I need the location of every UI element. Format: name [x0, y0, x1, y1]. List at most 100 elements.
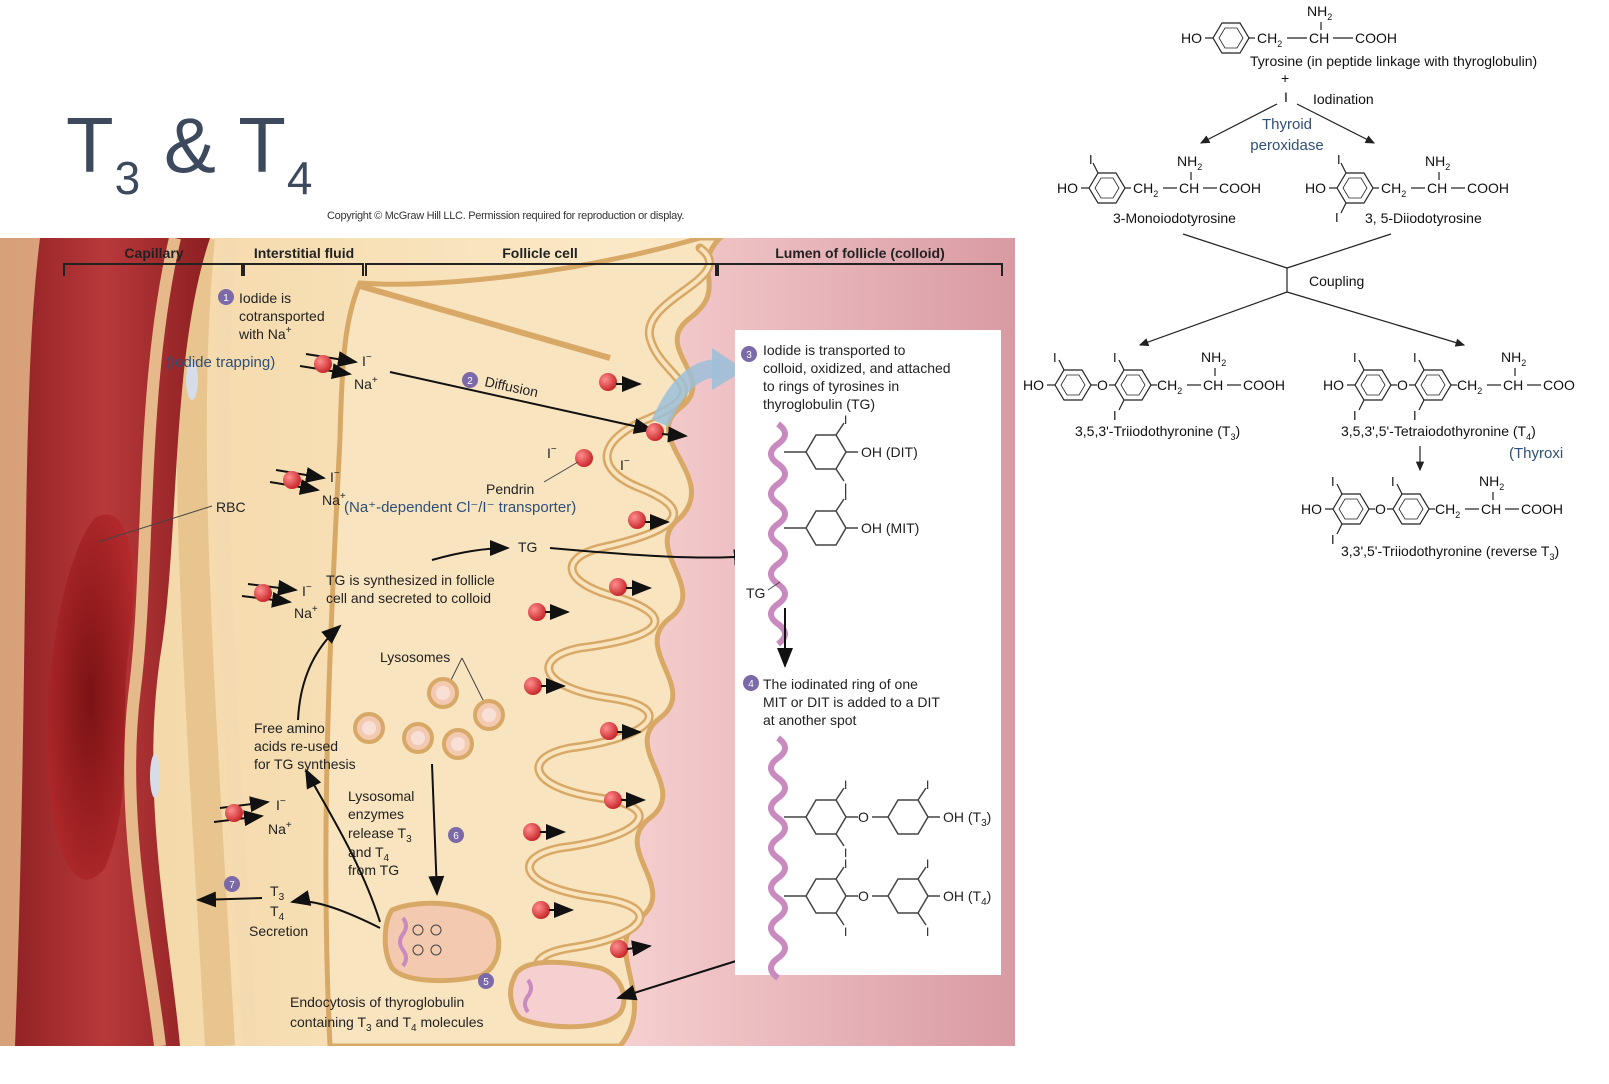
tg-synth-line2: cell and secreted to colloid: [326, 590, 491, 606]
svg-text:O: O: [1397, 377, 1408, 393]
svg-text:I: I: [926, 857, 929, 871]
svg-text:HO: HO: [1181, 30, 1202, 46]
svg-text:NH2: NH2: [1307, 3, 1332, 22]
iodination-label: Iodination: [1313, 91, 1374, 107]
step-5-badge: [478, 973, 494, 989]
svg-text:I: I: [1337, 152, 1341, 167]
step-6-line3: release T3: [348, 825, 412, 845]
iodide-pendrin-in: I−: [547, 444, 557, 461]
enzyme-line2: peroxidase: [1250, 137, 1323, 154]
step-2-badge: [462, 372, 478, 388]
svg-text:CH2: CH2: [1257, 30, 1282, 49]
svg-text:O: O: [858, 809, 869, 825]
iodine-reagent: I: [1284, 89, 1288, 105]
nis-transporter-4: [213, 796, 270, 827]
step-5-line1: Endocytosis of thyroglobulin: [290, 994, 464, 1010]
svg-text:I: I: [1331, 474, 1335, 489]
step-3-line3: to rings of tyrosines in: [763, 378, 899, 394]
endocytosis-arrow: [616, 955, 753, 1001]
svg-text:COOH: COOH: [1355, 30, 1397, 46]
iodide-ion-3: I−: [302, 582, 312, 599]
svg-text:4: 4: [748, 679, 754, 690]
svg-text:6: 6: [453, 831, 459, 842]
svg-text:NH2: NH2: [1201, 349, 1226, 368]
dit-structure: HO I I CH2 CH NH2 COOH: [1305, 152, 1509, 225]
iodide-ion-1: I−: [362, 352, 372, 369]
free-aa-line3: for TG synthesis: [254, 756, 356, 772]
svg-text:CH2: CH2: [1457, 377, 1482, 396]
step-6-line4: and T4: [348, 844, 390, 864]
svg-text:COOH: COOH: [1467, 180, 1509, 196]
iodination-chemistry-scheme: HO CH2 CH NH2 COOH Tyrosine (in peptide …: [1023, 3, 1575, 562]
svg-text:HO: HO: [1301, 501, 1322, 517]
rbc-leader: [97, 505, 213, 543]
svg-text:7: 7: [229, 880, 235, 891]
copyright-notice: Copyright © McGraw Hill LLC. Permission …: [327, 210, 685, 222]
step-7-badge: [224, 876, 240, 892]
region-lumen: Lumen of follicle (colloid): [775, 245, 945, 261]
svg-text:I: I: [844, 778, 847, 792]
svg-text:HO: HO: [1305, 180, 1326, 196]
svg-text:I: I: [1353, 350, 1357, 365]
svg-text:COOH: COOH: [1219, 180, 1261, 196]
svg-text:CH2: CH2: [1157, 377, 1182, 396]
svg-text:CH2: CH2: [1435, 501, 1460, 520]
sodium-ion-3: Na+: [294, 604, 318, 621]
step-4-line3: at another spot: [763, 712, 857, 728]
rbc-label: RBC: [216, 499, 246, 515]
t3-structure: HO I O I I CH2 CH NH2 COOH: [1023, 349, 1285, 423]
svg-text:I: I: [844, 846, 847, 860]
step-3-line2: colloid, oxidized, and attached: [763, 360, 951, 376]
svg-text:3: 3: [746, 350, 752, 361]
step-3-badge: [741, 346, 757, 362]
svg-text:NH2: NH2: [1479, 473, 1504, 492]
coupling-label: Coupling: [1309, 273, 1364, 289]
svg-text:HO: HO: [1057, 180, 1078, 196]
endocytic-vesicle: [508, 959, 627, 1030]
iodide-trapping-note: (Iodide trapping): [166, 354, 275, 371]
svg-text:I: I: [844, 489, 847, 503]
svg-text:O: O: [1375, 501, 1386, 517]
dit-label: 3, 5-Diiodotyrosine: [1365, 210, 1482, 226]
t4-label: 3,5,3',5'-Tetraiodothyronine (T4): [1341, 423, 1536, 442]
oh-t4-label: OH (T4): [943, 888, 991, 908]
step-3-line1: Iodide is transported to: [763, 342, 906, 358]
free-aa-line2: acids re-used: [254, 738, 338, 754]
pendrin-note: (Na⁺-dependent Cl⁻/I⁻ transporter): [344, 499, 576, 516]
mit-label: 3-Monoiodotyrosine: [1113, 210, 1236, 226]
svg-text:I: I: [1331, 532, 1335, 547]
nis-transporter-2: [269, 467, 326, 495]
reverse-t3-label: 3,3',5'-Triiodothyronine (reverse T3): [1341, 543, 1559, 562]
step-6-line1: Lysosomal: [348, 788, 414, 804]
step-3-line4: thyroglobulin (TG): [763, 396, 875, 412]
step-1-line2: cotransported: [239, 308, 325, 324]
plus-sign: +: [1281, 70, 1289, 86]
svg-text:I: I: [1413, 408, 1417, 423]
svg-text:CH2: CH2: [1133, 180, 1158, 199]
svg-text:1: 1: [223, 293, 229, 304]
t3-label: 3,5,3'-Triiodothyronine (T3): [1075, 423, 1240, 442]
tg-chain-top: [768, 421, 788, 647]
sodium-ion-4: Na+: [268, 820, 292, 837]
svg-text:CH: CH: [1503, 377, 1523, 393]
svg-text:O: O: [1097, 377, 1108, 393]
svg-text:I: I: [1113, 350, 1117, 365]
step-5-line2: containing T3 and T4 molecules: [290, 1014, 484, 1034]
step-6-line2: enzymes: [348, 806, 404, 822]
region-follicle-cell: Follicle cell: [502, 245, 577, 261]
svg-text:I: I: [844, 857, 847, 871]
thyroxine-note: (Thyroxi: [1509, 445, 1563, 462]
svg-text:NH2: NH2: [1501, 349, 1526, 368]
svg-text:5: 5: [483, 977, 489, 988]
step-6-badge: [448, 827, 464, 843]
step-1-line1: Iodide is: [239, 290, 291, 306]
svg-text:I: I: [1353, 408, 1357, 423]
secretion-label: Secretion: [249, 923, 308, 939]
pendrin-label: Pendrin: [486, 481, 534, 497]
phagolysosome: [382, 900, 502, 984]
iodide-ion-4: I−: [276, 796, 286, 813]
tyrosine-structure: HO CH2 CH NH2 COOH: [1181, 3, 1397, 54]
iodide-pendrin-out: I−: [620, 456, 630, 473]
free-aa-line1: Free amino: [254, 720, 325, 736]
svg-text:I: I: [926, 778, 929, 792]
